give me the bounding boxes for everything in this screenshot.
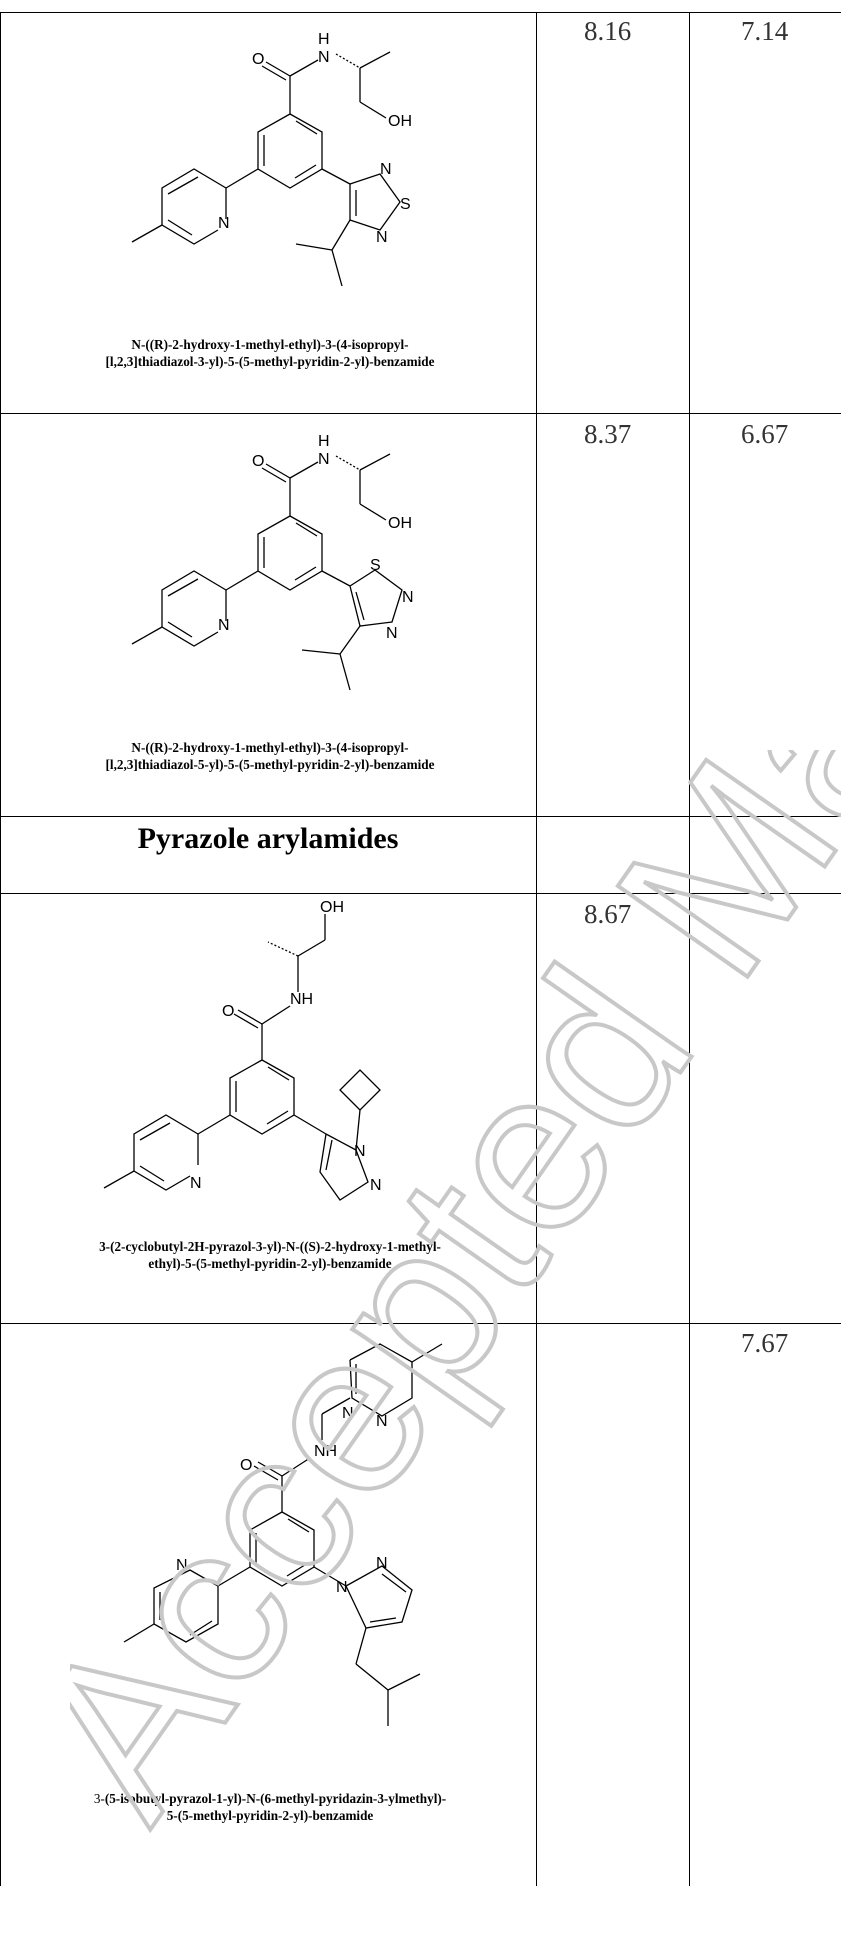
atom-label: S [370,557,381,574]
row-divider-3 [0,893,841,894]
compound-name-line: 5-(5-methyl-pyridin-2-yl)-benzamide [166,1808,374,1823]
compound-name-line: ethyl)-5-(5-methyl-pyridin-2-yl)-benzami… [148,1256,392,1271]
compound-name-line: [l,2,3]thiadiazol-3-yl)-5-(5-methyl-pyri… [105,354,435,369]
compound-name-line: N-((R)-2-hydroxy-1-methyl-ethyl)-3-(4-is… [131,740,409,755]
table-border-top [0,12,841,13]
compound-name-2: N-((R)-2-hydroxy-1-methyl-ethyl)-3-(4-is… [10,739,530,773]
atom-label: N [218,215,230,232]
atom-label: N [376,1413,388,1430]
value-cell: 8.37 [584,419,632,449]
row-divider-4 [0,1323,841,1324]
atom-label: NH [290,991,313,1008]
atom-label: N [190,1175,202,1192]
atom-label: H [318,31,330,48]
value-cell: 7.14 [741,16,789,46]
atom-label: N [336,1579,348,1596]
atom-label: N [342,1405,354,1422]
atom-label: S [400,196,411,213]
atom-label: O [252,51,264,68]
value-cell: 7.67 [741,1328,789,1358]
value-cell: 6.67 [741,419,789,449]
molecule-structure-2: O H N OH N S N N [40,420,520,720]
molecule-structure-3: OH O NH N N N [40,900,520,1290]
molecule-structure-1: O H N OH N N S N [40,14,520,314]
atom-label: N [218,617,230,634]
compound-name-1: N-((R)-2-hydroxy-1-methyl-ethyl)-3-(4-is… [10,336,530,370]
atom-label: N [318,451,330,468]
row-divider-1 [0,413,841,414]
compound-name-prefix: 3- [93,1791,105,1806]
value-cell: 8.67 [584,899,632,929]
compound-name-line: [l,2,3]thiadiazol-5-yl)-5-(5-methyl-pyri… [105,757,435,772]
atom-label: N [402,589,414,606]
compound-name-3: 3-(2-cyclobutyl-2H-pyrazol-3-yl)-N-((S)-… [10,1238,530,1272]
value-cell: 8.16 [584,16,632,46]
atom-label: N [318,49,330,66]
atom-label: N [376,1555,388,1572]
table-border-left [0,12,1,1886]
atom-label: OH [388,113,412,130]
molecule-structure-4: N N O NH N N N [40,1330,520,1770]
column-divider-1 [536,12,537,1886]
atom-label: N [380,161,392,178]
atom-label: N [176,1557,188,1574]
atom-label: O [252,453,264,470]
atom-label: N [354,1143,366,1160]
atom-label: OH [388,515,412,532]
atom-label: N [376,229,388,246]
atom-label: N [386,625,398,642]
compound-name-4: 3-(5-isobutyl-pyrazol-1-yl)-N-(6-methyl-… [10,1790,530,1824]
atom-label: H [318,433,330,450]
atom-label: NH [314,1443,337,1460]
atom-label: O [222,1003,234,1020]
row-divider-2 [0,816,841,817]
atom-label: OH [320,900,344,916]
column-divider-2 [689,12,690,1886]
compound-name-line-text: (5-isobutyl-pyrazol-1-yl)-N-(6-methyl-py… [104,1791,447,1806]
section-title: Pyrazole arylamides [137,822,399,855]
data-table [0,12,841,1886]
compound-name-line: 3-(2-cyclobutyl-2H-pyrazol-3-yl)-N-((S)-… [99,1239,441,1254]
compound-name-line: 3-(5-isobutyl-pyrazol-1-yl)-N-(6-methyl-… [10,1790,530,1807]
compound-name-line: N-((R)-2-hydroxy-1-methyl-ethyl)-3-(4-is… [131,337,409,352]
atom-label: O [240,1457,252,1474]
atom-label: N [370,1177,382,1194]
